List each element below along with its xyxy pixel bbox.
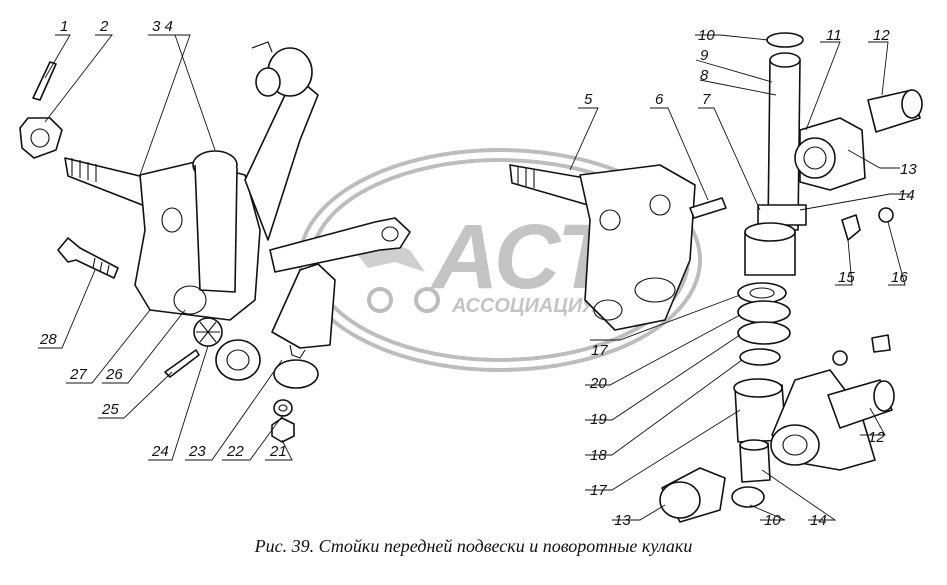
callout-13-top: 13 [900,161,917,178]
callout-3-4: 3 4 [152,18,173,35]
callout-5: 5 [584,91,593,108]
washer-19 [737,321,791,345]
seal-17 [737,282,787,304]
callout-17-bottom: 17 [590,482,607,499]
callout-23: 23 [188,443,206,460]
callout-14-top: 14 [898,187,915,204]
plug-10 [766,32,804,48]
callout-16: 16 [891,269,908,286]
right-spindle [509,164,589,206]
callout-22: 22 [226,443,244,460]
callout-10-bottom: 10 [764,512,781,529]
washer-20 [737,300,791,324]
cotter-pin-1 [32,61,57,101]
right-knuckle-body [579,164,696,331]
callout-14-bottom: 14 [810,512,827,529]
callout-12-top: 12 [873,27,890,44]
callout-6: 6 [655,91,664,108]
callout-20: 20 [589,375,607,392]
callout-7: 7 [702,91,711,108]
bump-stop [271,263,336,349]
callout-12-bottom: 12 [868,429,885,446]
callout-19: 19 [590,411,607,428]
callout-26: 26 [105,366,123,383]
callout-11: 11 [826,27,842,44]
left-strut-assembly [19,41,411,443]
callout-15: 15 [838,269,855,286]
washer-18 [739,348,781,366]
callout-27: 27 [69,366,87,383]
watermark-subtitle: АССОЦИАЦИЯ [451,295,597,317]
callout-13-bottom: 13 [614,512,631,529]
callout-18: 18 [590,447,607,464]
callout-21: 21 [269,443,287,460]
callout-2: 2 [99,18,109,35]
callout-8: 8 [700,67,709,84]
callout-25: 25 [101,401,119,418]
lower-nut [215,339,261,381]
callout-labels: 1 2 3 4 5 6 7 8 9 10 11 12 13 14 15 16 1… [39,18,917,529]
figure-caption: Рис. 39. Стойки передней подвески и пово… [254,536,693,556]
callout-9: 9 [700,47,709,64]
spindle [64,157,151,209]
castle-nut [19,117,63,159]
callout-28: 28 [39,331,57,348]
callout-10-top: 10 [698,27,715,44]
callout-24: 24 [151,443,169,460]
callout-1: 1 [60,18,68,35]
bolt [57,237,119,279]
tie-link [269,217,411,273]
right-strut-assembly [509,32,923,523]
leader-lines [38,34,910,521]
callout-17-top: 17 [591,342,608,359]
